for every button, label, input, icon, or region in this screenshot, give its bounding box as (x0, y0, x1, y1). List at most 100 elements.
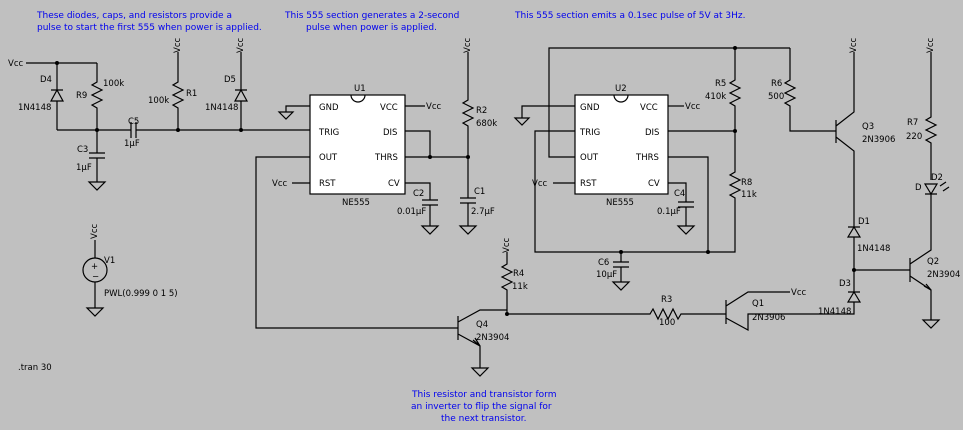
ic-u2 (574, 94, 669, 195)
led-d2 (923, 183, 939, 246)
r4-value: 11k (512, 282, 528, 292)
note-inverter-2: an inverter to flip the signal for (411, 402, 552, 412)
u2-model: NE555 (606, 198, 634, 208)
c3-value: 1µF (76, 163, 92, 173)
c1-value: 2.7µF (471, 207, 495, 217)
diode-d1 (846, 225, 862, 238)
svg-text:VCC: VCC (640, 103, 658, 113)
resistor-r1 (171, 52, 185, 130)
q4-ref: Q4 (476, 320, 488, 330)
ic-u1 (309, 94, 406, 195)
svg-text:RST: RST (580, 179, 597, 189)
resistor-r5 (728, 48, 742, 131)
svg-text:DIS: DIS (645, 128, 659, 138)
vcc-label-u1-rst: Vcc (272, 179, 287, 189)
transistor-q1 (725, 291, 790, 332)
vcc-label-q1: Vcc (791, 288, 806, 298)
note-inverter-3: the next transistor. (441, 414, 527, 424)
transistor-q2 (909, 246, 932, 320)
vcc-label-r2: Vcc (463, 38, 473, 53)
diode-d4 (49, 88, 65, 130)
resistor-r8 (708, 131, 742, 253)
c5-value: 1µF (124, 139, 140, 149)
svg-text:TRIG: TRIG (318, 128, 339, 138)
c1-ref: C1 (474, 187, 485, 197)
r5-value: 410k (705, 92, 726, 102)
q1-model: 2N3906 (752, 313, 785, 323)
sim-directive: .tran 30 (18, 363, 52, 373)
d3-ref: D3 (839, 279, 851, 289)
u1-model: NE555 (342, 198, 370, 208)
note-u1-2: pulse when power is applied. (306, 23, 437, 33)
svg-text:VCC: VCC (380, 103, 398, 113)
svg-text:CV: CV (388, 179, 400, 189)
c6-value: 10µF (596, 270, 617, 280)
r3-ref: R3 (661, 295, 672, 305)
c5-ref: C5 (128, 117, 139, 127)
c2-ref: C2 (413, 189, 424, 199)
c4-ref: C4 (674, 189, 685, 199)
note-u2: This 555 section emits a 0.1sec pulse of… (514, 11, 745, 21)
r1-value: 100k (148, 96, 169, 106)
ground-icon (458, 225, 478, 235)
vcc-label-u1: Vcc (426, 102, 441, 112)
q2-model: 2N3904 (927, 270, 960, 280)
r8-ref: R8 (741, 178, 752, 188)
note-u1-1: This 555 section generates a 2-second (284, 11, 459, 21)
r9-value: 100k (103, 79, 124, 89)
r4-ref: R4 (513, 269, 524, 279)
ground-icon (277, 111, 295, 120)
svg-text:GND: GND (580, 103, 600, 113)
d4-model: 1N4148 (18, 103, 51, 113)
capacitor-c3 (89, 130, 105, 182)
svg-text:THRS: THRS (374, 153, 398, 163)
svg-text:RST: RST (319, 179, 336, 189)
r6-ref: R6 (771, 79, 782, 89)
svg-text:+: + (91, 262, 98, 272)
c2-value: 0.01µF (397, 207, 426, 217)
v1-value: PWL(0.999 0 1 5) (104, 289, 178, 299)
q3-model: 2N3906 (862, 135, 895, 145)
vcc-label-u2: Vcc (685, 102, 700, 112)
d1-ref: D1 (858, 217, 870, 227)
resistor-r6 (783, 48, 836, 132)
vcc-label-u2-rst: Vcc (532, 179, 547, 189)
d1-model: 1N4148 (857, 244, 890, 254)
resistor-r2 (461, 52, 475, 157)
d3-model: 1N4148 (818, 307, 851, 317)
resistor-r3 (507, 307, 726, 321)
ground-icon (611, 281, 631, 291)
r1-ref: R1 (186, 89, 197, 99)
ground-icon (921, 319, 941, 329)
resistor-r7 (924, 52, 938, 180)
svg-text:TRIG: TRIG (579, 128, 600, 138)
capacitor-c4 (668, 182, 694, 226)
svg-text:CV: CV (648, 179, 660, 189)
svg-text:−: − (92, 272, 99, 282)
r7-ref: R7 (907, 118, 918, 128)
c6-ref: C6 (598, 258, 609, 268)
d4-ref: D4 (40, 75, 52, 85)
vcc-label-r7: Vcc (926, 38, 936, 53)
note-inverter-1: This resistor and transistor form (411, 390, 556, 400)
vcc-label-v1: Vcc (90, 224, 100, 239)
svg-text:THRS: THRS (635, 153, 659, 163)
r3-value: 100 (659, 318, 675, 328)
d5-ref: D5 (224, 75, 236, 85)
diode-d5 (233, 52, 249, 130)
q2-ref: Q2 (927, 257, 939, 267)
svg-text:OUT: OUT (580, 153, 599, 163)
ground-icon (470, 367, 490, 377)
u1-ref: U1 (354, 84, 366, 94)
resistor-r4 (500, 252, 514, 314)
vcc-label-r4: Vcc (502, 238, 512, 253)
ground-icon (87, 181, 107, 191)
wire-u2-out (548, 47, 790, 158)
r2-value: 680k (476, 119, 497, 129)
r7-value: 220 (906, 132, 922, 142)
ground-icon (85, 307, 105, 317)
r8-value: 11k (741, 190, 757, 200)
capacitor-c6 (613, 252, 629, 282)
note-diodes-caps-2: pulse to start the first 555 when power … (37, 23, 262, 33)
